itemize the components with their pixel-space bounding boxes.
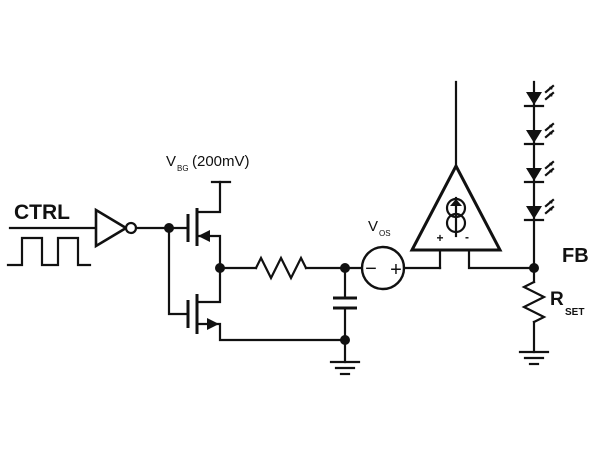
inverter-bubble-icon [124,221,138,235]
led-icon [523,122,555,146]
transconductance-amplifier: + - [409,80,536,270]
lower-mosfet [186,266,347,342]
labels: V BG (200mV) FB R SET [166,153,589,318]
vbg-label: V [166,153,176,170]
filter-capacitor [329,266,361,376]
square-wave-icon [6,236,92,267]
vos-plus-sign: + [390,259,402,281]
current-source-circle-bottom [445,212,467,234]
lower-source-wire [195,322,347,342]
vos-source: − + V OS [360,218,442,291]
led-icon [523,198,555,222]
vos-label: V [368,218,378,235]
rset-zigzag-icon [521,280,547,324]
led-string [523,80,555,270]
inverter-triangle-icon [94,207,129,249]
rset-label-sub: SET [565,307,584,318]
upper-arrow-icon [198,230,210,242]
lower-drain-wire [195,266,222,304]
vbg-label-sub: BG [177,164,189,173]
rset-label: R [550,289,564,310]
inverter [94,207,190,249]
upper-mosfet [186,180,232,270]
gate-wire-lower [167,226,190,316]
fb-label: FB [562,245,589,267]
filter-resistor [215,255,364,281]
ctrl-label: CTRL [14,201,70,224]
lower-arrow-icon [207,318,219,330]
upper-drain-wire [195,180,222,214]
amp-minus-input: - [465,230,469,244]
vos-minus-sign: − [365,258,377,280]
led-icon [523,160,555,184]
vos-label-sub: OS [379,229,391,238]
gate-wiring [164,223,190,316]
ctrl-input: CTRL [6,201,98,267]
amp-plus-input: + [436,231,443,245]
led-icon [523,84,555,108]
junction-dot [164,223,174,233]
rset-resistor [518,263,550,366]
junction-dot [340,335,350,345]
amp-minus-wire [467,248,536,270]
resistor-zigzag-icon [254,255,308,281]
vbg-value: (200mV) [192,153,250,170]
